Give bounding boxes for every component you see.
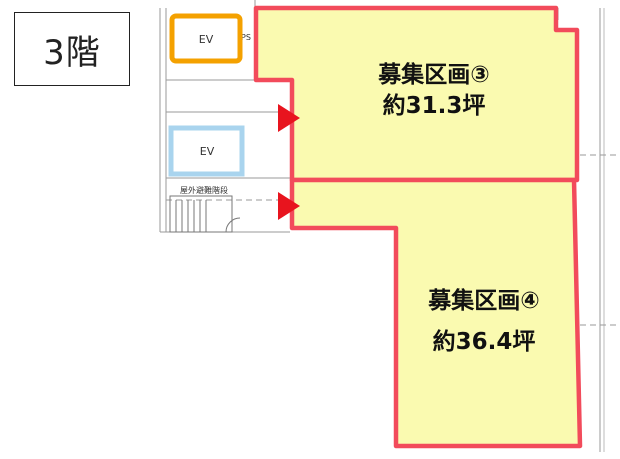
ps-label: PS <box>241 33 251 42</box>
zone-4-area: 約36.4坪 <box>433 328 536 355</box>
elevator-orange <box>169 13 243 64</box>
stair-label: 屋外避難階段 <box>180 185 228 195</box>
elevator-blue <box>168 125 245 177</box>
stairs <box>169 195 241 233</box>
entrance-arrow-zone-4 <box>278 192 300 220</box>
floor-label: 3階 <box>14 12 130 86</box>
zone-4[interactable] <box>289 177 583 449</box>
entrance-arrow-zone-3 <box>278 104 300 132</box>
plan-lines <box>159 0 620 452</box>
elevator-blue-label: EV <box>200 145 215 158</box>
zone-3-name: 募集区画③ <box>377 61 489 88</box>
elevator-orange-label: EV <box>199 33 214 46</box>
zone-4-name: 募集区画④ <box>427 287 539 314</box>
zone-3[interactable] <box>253 5 580 183</box>
zone-3-area: 約31.3坪 <box>383 92 486 119</box>
